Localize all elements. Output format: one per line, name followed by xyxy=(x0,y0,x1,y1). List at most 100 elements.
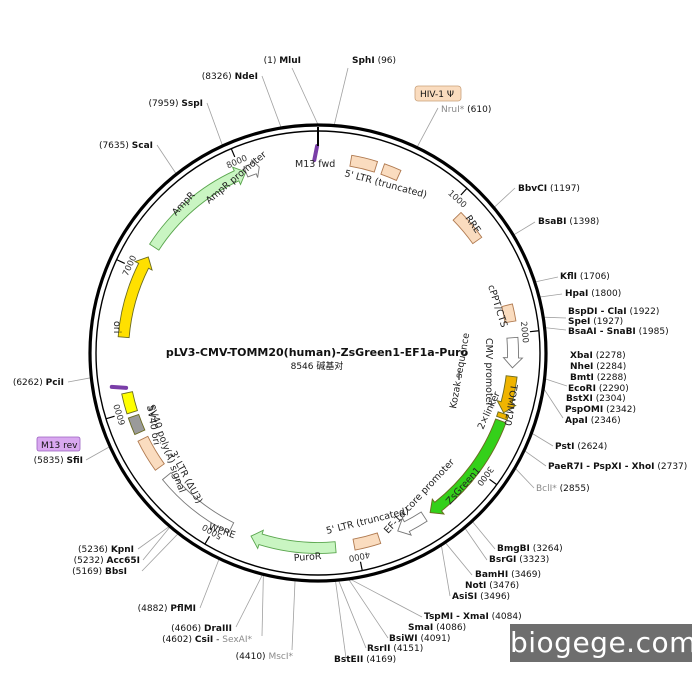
features-layer xyxy=(109,144,524,554)
site-bmgbi: BmgBI (3264) xyxy=(497,544,563,554)
site-leader xyxy=(291,67,319,126)
feature-hiv xyxy=(380,163,402,182)
site-bsabi: BsaBI (1398) xyxy=(538,217,599,227)
feature-ltr5b xyxy=(352,532,382,551)
site-leader xyxy=(137,525,170,550)
site-nrui: NruI* (610) xyxy=(441,105,491,115)
feature-polya xyxy=(127,413,146,436)
backbone-outer xyxy=(88,123,548,583)
plasmid-name: pLV3-CMV-TOMM20(human)-ZsGreen1-EF1a-Pur… xyxy=(166,346,469,359)
site-leader xyxy=(534,276,559,283)
feature-m13rev xyxy=(109,384,129,390)
kozak-label: Kozak sequence xyxy=(448,332,472,410)
site-leader xyxy=(67,377,92,383)
site-sphi: SphI (96) xyxy=(352,56,396,66)
feature-puro xyxy=(250,529,337,554)
site-ndei: (8326) NdeI xyxy=(202,72,258,82)
label-cmv: CMV promoter xyxy=(483,338,494,407)
ruler-tick xyxy=(204,535,211,545)
feature-ampr xyxy=(148,166,247,251)
site-asisi: AsiSI (3496) xyxy=(452,592,510,602)
site-leader xyxy=(199,558,220,609)
site-leader xyxy=(544,327,567,331)
feature-ef1a xyxy=(397,511,428,536)
site-smai: SmaI (4086) xyxy=(408,623,466,633)
ruler-tick xyxy=(489,478,498,486)
ruler-tick-label: 2000 xyxy=(518,321,530,344)
site-kpni: (5236) KpnI xyxy=(78,545,134,555)
site-noti: NotI (3476) xyxy=(465,581,519,591)
site-sspi: (7959) SspI xyxy=(149,99,203,109)
site-bamhi: BamHI (3469) xyxy=(475,570,541,580)
ruler-tick xyxy=(116,259,126,264)
label-m13fwd: M13 fwd xyxy=(295,159,335,170)
label-m13rev: M13 rev xyxy=(41,441,78,451)
site-draiii: (4606) DraIII xyxy=(171,624,232,634)
ruler-tick-label: 4000 xyxy=(348,549,371,563)
site-leader xyxy=(493,187,516,209)
feature-tomm xyxy=(496,375,518,414)
site-bsrgi: BsrGI (3323) xyxy=(489,555,549,565)
site-pcii: (6262) PciI xyxy=(13,378,64,388)
site-xbai: XbaI (2278) xyxy=(570,351,626,361)
m13rev-callout-box xyxy=(36,436,81,452)
site-leader xyxy=(141,533,179,572)
site-leader xyxy=(543,316,567,319)
site-leader xyxy=(513,221,536,236)
feature-amprp xyxy=(243,159,260,178)
site-leader xyxy=(335,580,347,659)
feature-linker xyxy=(496,411,510,421)
site-pspomi: PspOMI (2342) xyxy=(565,405,636,415)
leader-lines xyxy=(67,67,568,659)
site-leader xyxy=(542,387,564,419)
site-leader xyxy=(444,542,473,576)
feature-ori xyxy=(117,256,153,339)
site-leader xyxy=(156,144,177,175)
site-bsiwi: BsiWI (4091) xyxy=(389,634,450,644)
site-leader xyxy=(471,520,496,550)
feature-sv40ori xyxy=(121,391,139,415)
site-pflmi: (4882) PflMI xyxy=(138,604,196,614)
feature-m13fwd xyxy=(312,144,320,163)
feature-ltr3 xyxy=(137,435,165,471)
site-spei: SpeI (1927) xyxy=(568,317,623,327)
feature-zsg xyxy=(429,418,507,515)
ruler-tick xyxy=(105,415,115,420)
site-leader xyxy=(333,67,349,126)
site-bsteii: BstEII (4169) xyxy=(334,655,396,665)
site-leader xyxy=(416,107,439,148)
site-bbvci: BbvCI (1197) xyxy=(518,184,580,194)
feature-ltr5 xyxy=(349,154,379,173)
site-ecori: EcoRI (2290) xyxy=(568,384,629,394)
ruler-tick xyxy=(359,561,363,571)
site-leader xyxy=(85,446,111,461)
site-leader xyxy=(235,574,264,628)
site-bbsi: (5169) BbsI xyxy=(72,567,127,577)
site-scai: (7635) ScaI xyxy=(99,141,153,151)
site-bstxi: BstXI (2304) xyxy=(566,394,626,404)
plasmid-size: 8546 碱基对 xyxy=(291,360,344,372)
site-leader xyxy=(261,75,282,129)
site-leader xyxy=(464,527,488,561)
site-claI: BspDI - ClaI (1922) xyxy=(568,307,659,317)
site-leader xyxy=(531,432,554,447)
hiv-callout: HIV-1 Ψ xyxy=(414,85,462,102)
site-msci: (4410) MscI* xyxy=(236,652,294,662)
site-leader xyxy=(349,578,423,618)
ruler-tick xyxy=(529,330,539,333)
feature-wpre xyxy=(161,472,235,534)
site-rsrii: RsrII (4151) xyxy=(367,644,423,654)
site-acc65i: (5232) Acc65I xyxy=(74,556,140,566)
site-bcli: BclI* (2855) xyxy=(536,484,590,494)
site-nhei: NheI (2284) xyxy=(570,362,626,372)
ruler-tick xyxy=(230,148,236,158)
label-puro: PuroR xyxy=(293,551,322,564)
site-kfli: KflI (1706) xyxy=(560,272,610,282)
site-psti: PstI (2624) xyxy=(555,442,607,452)
m13rev-callout: M13 rev xyxy=(36,436,81,452)
feature-cmv xyxy=(502,336,524,369)
site-xmai: TspMI - XmaI (4084) xyxy=(424,612,522,622)
feature-rre xyxy=(452,211,483,245)
site-hpai: HpaI (1800) xyxy=(565,289,621,299)
